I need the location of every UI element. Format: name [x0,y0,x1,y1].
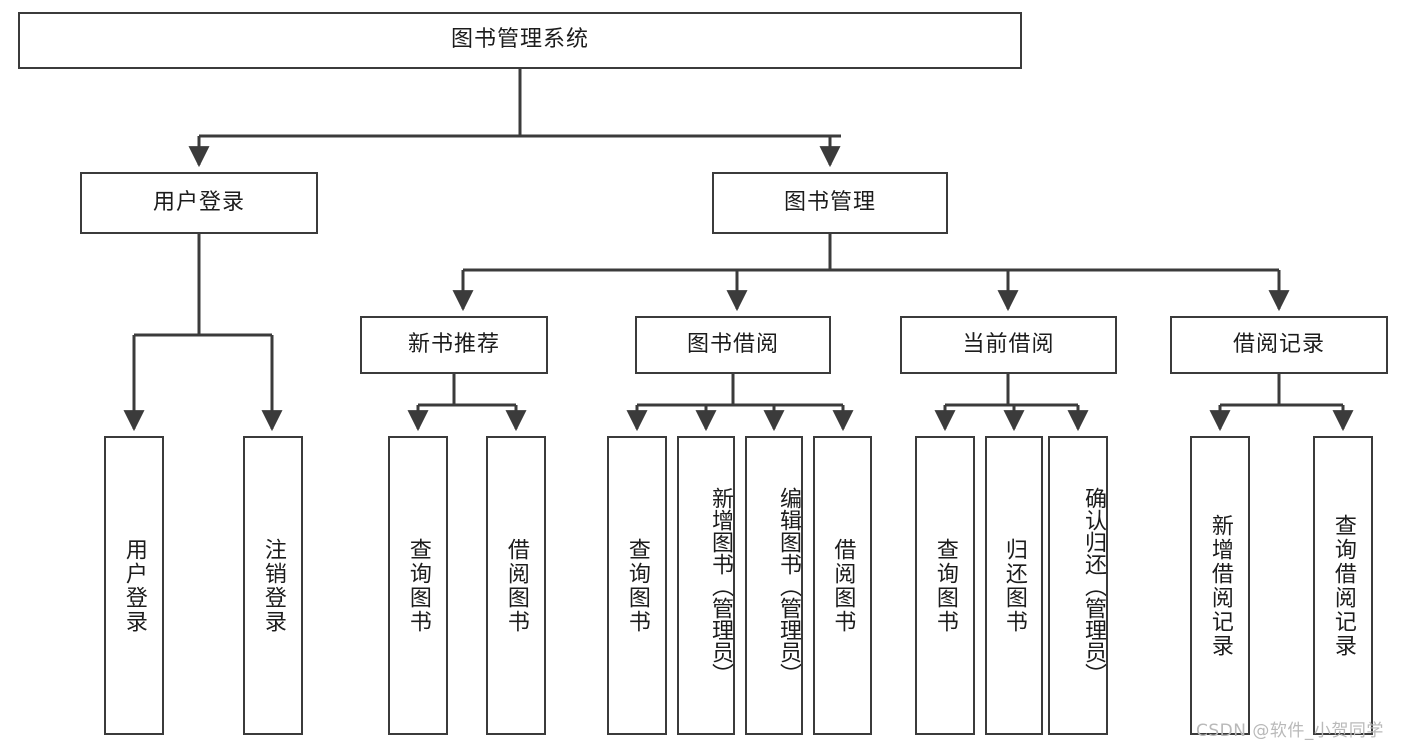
leaf-query-book-2[interactable]: 查询图书 [607,436,667,735]
leaf-add-record-label: 新增借阅记录 [1207,513,1233,658]
node-current-borrow[interactable]: 当前借阅 [900,316,1117,374]
leaf-user-logout-label: 注销登录 [260,537,286,634]
leaf-query-record[interactable]: 查询借阅记录 [1313,436,1373,735]
leaf-borrow-book-2[interactable]: 借阅图书 [813,436,872,735]
leaf-query-book-3-label: 查询图书 [932,537,958,634]
leaf-query-book-1[interactable]: 查询图书 [388,436,448,735]
leaf-query-book-2-label: 查询图书 [624,537,650,634]
csdn-watermark: CSDN @软件_小贺同学 [1196,721,1384,741]
node-user-login-label: 用户登录 [152,189,245,215]
leaf-user-logout[interactable]: 注销登录 [243,436,303,735]
leaf-user-login-label: 用户登录 [121,537,147,634]
node-root-label: 图书管理系统 [450,27,589,53]
leaf-add-book-label: 新增图书（管理员） [708,486,733,685]
node-new-book-recommend-label: 新书推荐 [407,331,500,357]
leaf-add-book[interactable]: 新增图书（管理员） [677,436,735,735]
leaf-return-book-label: 归还图书 [1001,537,1027,634]
leaf-borrow-book-2-label: 借阅图书 [830,537,856,634]
leaf-return-book[interactable]: 归还图书 [985,436,1043,735]
node-book-manage-label: 图书管理 [783,189,876,215]
leaf-query-book-1-label: 查询图书 [405,537,431,634]
node-borrow-record-label: 借阅记录 [1232,331,1325,357]
leaf-edit-book[interactable]: 编辑图书（管理员） [745,436,803,735]
node-current-borrow-label: 当前借阅 [962,331,1055,357]
node-book-borrow-label: 图书借阅 [686,331,779,357]
leaf-add-record[interactable]: 新增借阅记录 [1190,436,1250,735]
leaf-borrow-book-1[interactable]: 借阅图书 [486,436,546,735]
leaf-borrow-book-1-label: 借阅图书 [503,537,529,634]
node-borrow-record[interactable]: 借阅记录 [1170,316,1388,374]
node-book-manage[interactable]: 图书管理 [712,172,948,234]
leaf-query-record-label: 查询借阅记录 [1330,513,1356,658]
leaf-confirm-return-label: 确认归还（管理员） [1081,486,1106,685]
leaf-edit-book-label: 编辑图书（管理员） [776,486,801,685]
node-book-borrow[interactable]: 图书借阅 [635,316,831,374]
leaf-user-login[interactable]: 用户登录 [104,436,164,735]
leaf-query-book-3[interactable]: 查询图书 [915,436,975,735]
leaf-confirm-return[interactable]: 确认归还（管理员） [1048,436,1108,735]
node-user-login[interactable]: 用户登录 [80,172,318,234]
node-root[interactable]: 图书管理系统 [18,12,1022,69]
node-new-book-recommend[interactable]: 新书推荐 [360,316,548,374]
